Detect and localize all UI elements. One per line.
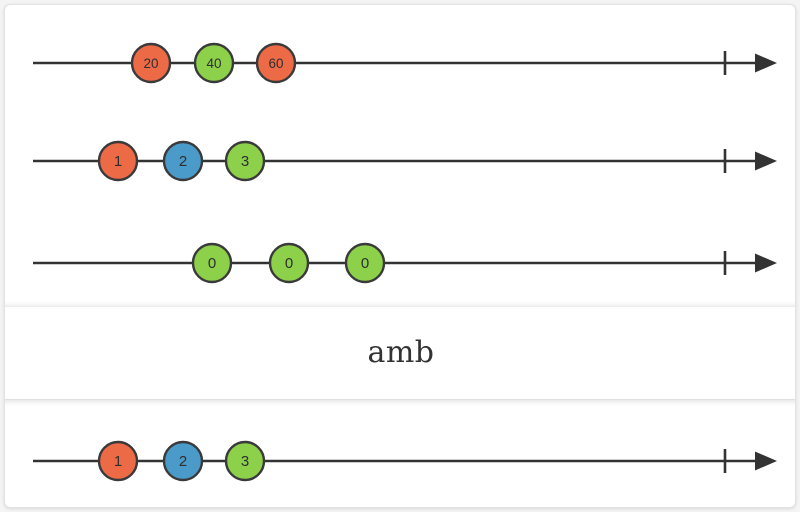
- marble-node[interactable]: 3: [224, 140, 266, 182]
- marble-circle[interactable]: [162, 440, 204, 482]
- diagram-card: 20 40 60 1 2 3 0 0 0 1 2 3 amb: [4, 4, 796, 508]
- marble-value: 1: [114, 453, 122, 470]
- marble-circle[interactable]: [97, 440, 139, 482]
- marble-value: 2: [179, 453, 187, 470]
- marble-circle[interactable]: [224, 440, 266, 482]
- marble-circle[interactable]: [255, 42, 297, 84]
- marble-circle[interactable]: [224, 140, 266, 182]
- stream-row-1: 20 40 60: [5, 29, 795, 89]
- stream-axis: 1 2 3: [33, 440, 777, 482]
- marble-node[interactable]: 0: [268, 242, 310, 284]
- marble-circle[interactable]: [191, 242, 233, 284]
- marble-circle[interactable]: [344, 242, 386, 284]
- marble-value: 1: [114, 153, 122, 170]
- marble-value: 40: [206, 56, 221, 71]
- marble-node[interactable]: 1: [97, 140, 139, 182]
- marble-circle[interactable]: [130, 42, 172, 84]
- stream-row-3: 0 0 0: [5, 229, 795, 289]
- result-row: 1 2 3: [5, 427, 795, 487]
- stream-axis: 1 2 3: [33, 140, 777, 182]
- stream-row-2: 1 2 3: [5, 127, 795, 187]
- marble-node[interactable]: 0: [344, 242, 386, 284]
- marble-value: 0: [285, 255, 293, 272]
- axis-arrowhead-icon: [755, 253, 777, 273]
- operator-band: amb: [5, 306, 795, 400]
- marble-node[interactable]: 3: [224, 440, 266, 482]
- stream-axis: 20 40 60: [33, 42, 777, 84]
- operator-label: amb: [367, 335, 435, 370]
- marble-node[interactable]: 20: [130, 42, 172, 84]
- marble-node[interactable]: 2: [162, 440, 204, 482]
- marble-value: 0: [361, 255, 369, 272]
- axis-arrowhead-icon: [755, 151, 777, 171]
- marble-circle[interactable]: [193, 42, 235, 84]
- marble-node[interactable]: 2: [162, 140, 204, 182]
- axis-arrowhead-icon: [755, 53, 777, 73]
- marble-value: 0: [208, 255, 216, 272]
- marble-node[interactable]: 60: [255, 42, 297, 84]
- marble-circle[interactable]: [97, 140, 139, 182]
- marble-circle[interactable]: [268, 242, 310, 284]
- marble-value: 60: [268, 56, 283, 71]
- axis-arrowhead-icon: [755, 451, 777, 471]
- marble-value: 3: [241, 153, 249, 170]
- marble-circle[interactable]: [162, 140, 204, 182]
- marble-node[interactable]: 40: [193, 42, 235, 84]
- marble-node[interactable]: 0: [191, 242, 233, 284]
- marble-value: 2: [179, 153, 187, 170]
- marble-value: 20: [143, 56, 158, 71]
- marble-node[interactable]: 1: [97, 440, 139, 482]
- stream-axis: 0 0 0: [33, 242, 777, 284]
- marble-value: 3: [241, 453, 249, 470]
